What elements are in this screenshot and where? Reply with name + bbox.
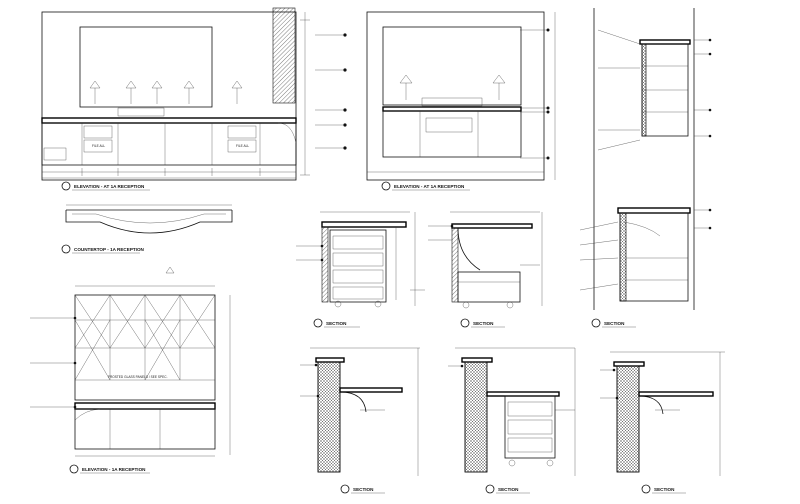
drawer-note-left: FILE ALL: [92, 144, 105, 148]
drawing-title-d10: SECTION: [654, 487, 675, 492]
drawing-title-d9: SECTION: [498, 487, 519, 492]
glass-panel-note: FROSTED GLASS PANELS / SEE SPEC.: [108, 375, 168, 379]
section-drawing-8: SECTION: [300, 347, 420, 494]
drawing-title-d2: ELEVATION - AT 1A RECEPTION: [394, 184, 465, 189]
drawing-title-d6: SECTION: [473, 321, 494, 326]
drawing-title-d1: ELEVATION - AT 1A RECEPTION: [74, 184, 145, 189]
drawing-title-d8: SECTION: [353, 487, 374, 492]
drawing-title-d5: SECTION: [326, 321, 347, 326]
section-drawing-7: SECTION: [579, 8, 712, 328]
drawing-title-d7: SECTION: [604, 321, 625, 326]
section-drawing-9: SECTION: [448, 347, 576, 494]
section-drawing-5: SECTION: [296, 211, 425, 328]
countertop-plan-drawing: COUNTERTOP - 1A RECEPTION: [61, 204, 233, 254]
elevation-drawing-4: FROSTED GLASS PANELS / SEE SPEC. ELEVATI…: [30, 266, 231, 474]
drawing-title-d3: COUNTERTOP - 1A RECEPTION: [74, 247, 145, 252]
drawer-note-right: FILE ALL: [236, 144, 249, 148]
section-drawing-6: SECTION: [428, 211, 543, 328]
elevation-drawing-2: ELEVATION - AT 1A RECEPTION: [366, 11, 556, 191]
drawing-title-d4: ELEVATION - 1A RECEPTION: [82, 467, 146, 472]
section-drawing-10: SECTION: [600, 351, 725, 494]
elevation-drawing-1: FILE ALL FILE ALL ELEVATION - AT 1A RECE…: [41, 7, 347, 191]
